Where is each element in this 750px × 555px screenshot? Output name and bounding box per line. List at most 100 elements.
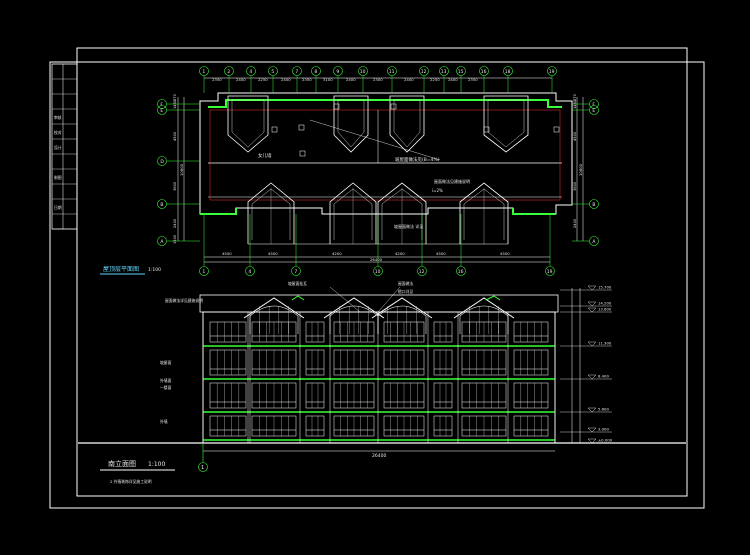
elev-footnote: 2 外墙装饰详见施工说明 (110, 479, 152, 484)
level-value: 5.600 (598, 407, 609, 412)
roof-vent (553, 126, 560, 133)
roof-vent (299, 150, 306, 157)
plan-right-axis-label: E (592, 108, 595, 114)
plan-top-axis-bubble (419, 66, 429, 76)
plan-left-axis-label: F (160, 102, 163, 108)
plan-right-dim: 370 (573, 93, 577, 101)
plan-bottom-axis-bubble (245, 266, 255, 276)
window (513, 382, 549, 409)
plan-top-axis-bubble (311, 66, 321, 76)
building-parapet (199, 294, 559, 313)
title-block-cell: 日期 (54, 205, 62, 210)
plan-bottom-dim: 4200 (395, 251, 405, 256)
plan-left-dim: 3600 (173, 181, 177, 191)
plan-note-1: 女儿墙 (258, 152, 272, 159)
window (305, 321, 325, 343)
plan-top-dim: 3100 (323, 77, 333, 82)
plan-bottom-axis-label: 10 (375, 269, 381, 275)
plan-top-axis-label: 5 (271, 69, 274, 75)
plan-top-dim: 2400 (281, 77, 291, 82)
level-triangle (587, 285, 597, 291)
plan-right-dim: 3600 (573, 181, 577, 191)
plan-top-dim: 2400 (448, 77, 458, 82)
plan-right-axis-label: F (592, 102, 595, 108)
plan-bottom-dim: 4500 (222, 251, 232, 256)
plan-top-axis-label: 12 (421, 69, 427, 75)
gable-roof (323, 297, 385, 319)
plan-scale: 1:100 (148, 267, 161, 273)
plan-bottom-axis-bubble (199, 266, 209, 276)
plan-top-axis-bubble (387, 66, 397, 76)
plan-right-dim: 2400 (573, 218, 577, 228)
plan-bottom-axis-label: 4 (248, 269, 251, 275)
plan-top-dim: 2400 (404, 77, 414, 82)
plan-top-axis-bubble (268, 66, 278, 76)
plan-top-axis-label: 16 (481, 69, 487, 75)
plan-top-axis-bubble (547, 66, 557, 76)
plan-right-axis-bubble (589, 105, 599, 115)
plan-top-axis-label: 19 (549, 69, 555, 75)
plan-right-axis-label: B (592, 202, 595, 208)
plan-top-axis-bubble (199, 66, 209, 76)
level-triangle (587, 438, 597, 444)
elev-scale: 1:100 (148, 461, 165, 468)
dormer-bottom (247, 182, 295, 244)
window (305, 349, 325, 376)
plan-top-dim: 2400 (236, 77, 246, 82)
plan-note-2: 坡屋面做法见(B=4%) (395, 156, 440, 163)
plan-note-3: 屋面做法见建施说明 (434, 178, 470, 184)
plan-top-axis-label: 11 (389, 69, 395, 75)
level-value: 11.300 (598, 341, 612, 346)
elev-title: 南立面图 (108, 459, 136, 468)
title-block-cell: 校对 (54, 130, 62, 135)
elev-leader-1 (329, 286, 361, 313)
plan-right-total: 10800 (578, 163, 583, 176)
plan-bottom-axis-bubble (291, 266, 301, 276)
level-value: 14.200 (598, 301, 612, 306)
title-block-cell: 设计 (54, 145, 62, 150)
elevation-gables (243, 295, 515, 334)
plan-top-axis-bubble (439, 66, 449, 76)
plan-top-axis-bubble (292, 66, 302, 76)
level-triangle (587, 374, 597, 380)
plan-top-dim: 2250 (258, 77, 268, 82)
roof-vent (390, 103, 397, 110)
plan-note-5: i=2% (432, 188, 443, 193)
plan-left-dim: 2400 (173, 218, 177, 228)
dormer-top (333, 95, 369, 153)
window (209, 321, 247, 343)
plan-bottom-axis-label: 19 (547, 269, 553, 275)
building-body (202, 311, 556, 444)
plan-top-axis-bubble (246, 66, 256, 76)
plan-right-axis-bubble (589, 199, 599, 209)
plan-top-dim: 2350 (468, 77, 478, 82)
elev-axis-label: 1 (201, 465, 204, 471)
plan-bottom-dim: 4500 (500, 251, 510, 256)
plan-right-axis-bubble (589, 99, 599, 109)
dormer-top (483, 95, 529, 153)
plan-right-axis-label: A (592, 239, 596, 245)
gable-arch-window (377, 305, 427, 334)
window (513, 321, 549, 343)
window (209, 415, 247, 437)
window (305, 415, 325, 437)
plan-top-axis-label: 13 (441, 69, 447, 75)
plan-left-dim: 4500 (173, 131, 177, 141)
level-triangle (587, 427, 597, 433)
plan-top-axis-label: 7 (295, 69, 298, 75)
plan-top-axis-label: 1 (202, 69, 205, 75)
plan-top-axis-label: 10 (360, 69, 366, 75)
plan-top-dim: 2250 (430, 77, 440, 82)
plan-bottom-total: 26400 (370, 257, 383, 262)
level-triangle (587, 341, 597, 347)
plan-top-dim: 2350 (212, 77, 222, 82)
dormer-bottom (329, 182, 377, 244)
dormer-top-inner (487, 99, 525, 148)
plan-bottom-axis-label: 7 (294, 269, 297, 275)
plan-top-axis-label: 18 (505, 69, 511, 75)
